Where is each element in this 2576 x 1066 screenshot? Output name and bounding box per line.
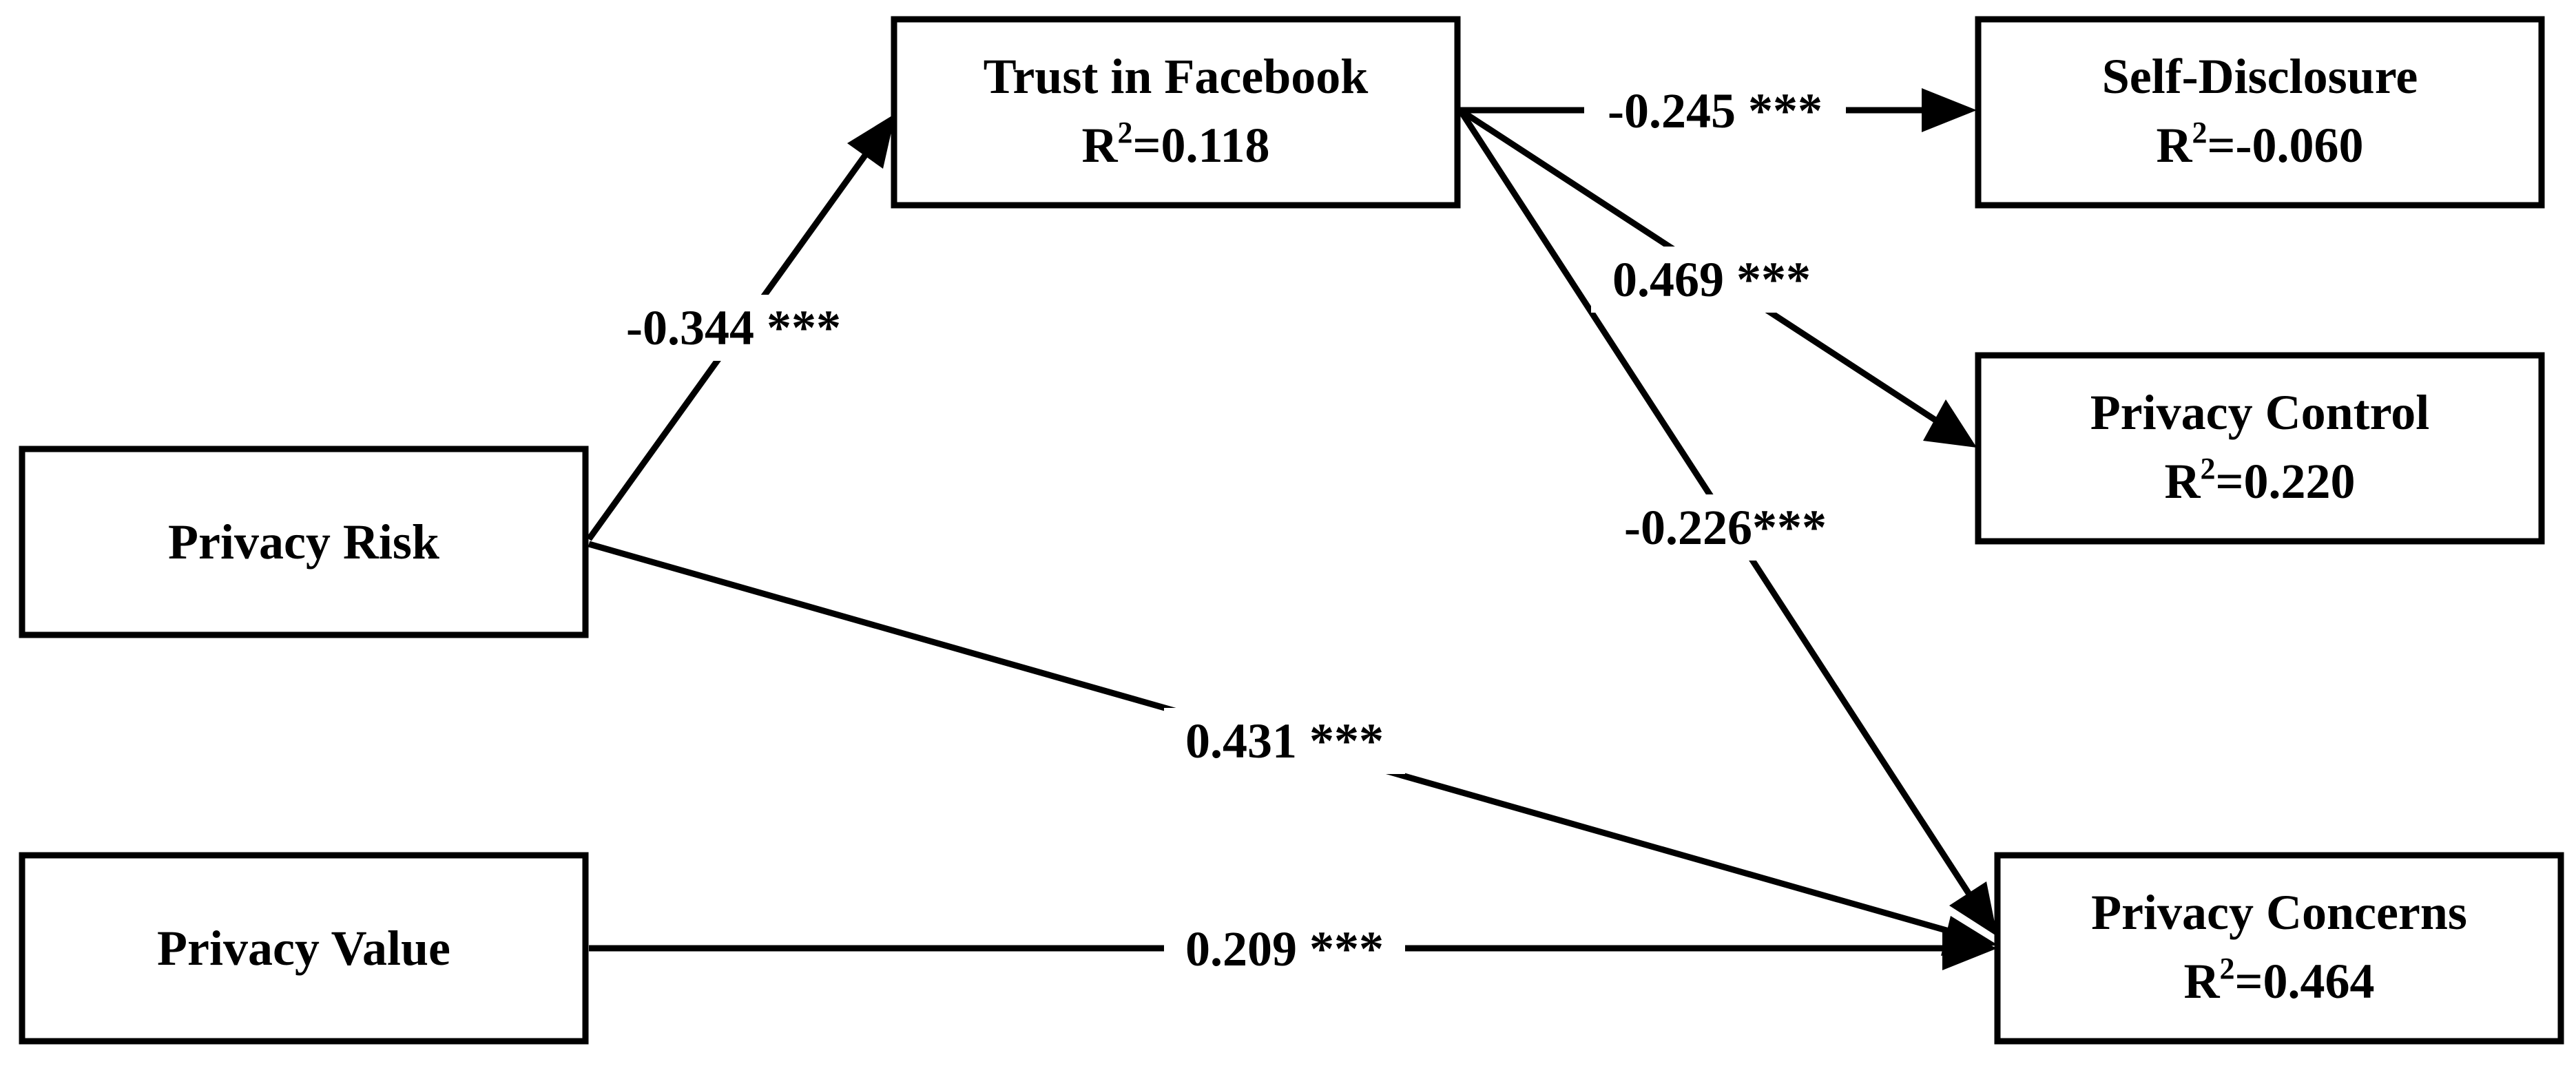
node-privacy-risk: Privacy Risk	[19, 446, 589, 638]
edge-label-trust-to-privacy-concerns-text: -0.226***	[1624, 500, 1827, 555]
node-privacy-value-label: Privacy Value	[157, 921, 450, 976]
node-privacy-control: Privacy Control R2=0.220	[1975, 352, 2545, 545]
arrowhead-risk-to-trust	[847, 114, 895, 169]
node-self-disclosure-label: Self-Disclosure	[2102, 49, 2418, 104]
node-privacy-value: Privacy Value	[19, 852, 589, 1045]
arrowhead-trust-to-privacy-concerns	[1949, 881, 1997, 937]
edge-label-value-to-privacy-concerns-text: 0.209 ***	[1185, 921, 1384, 976]
node-privacy-control-r2: R2=0.220	[2164, 452, 2355, 509]
edge-label-trust-to-privacy-control-text: 0.469 ***	[1612, 252, 1811, 307]
node-privacy-concerns: Privacy Concerns R2=0.464	[1994, 852, 2564, 1045]
edge-label-value-to-privacy-concerns: 0.209 ***	[1164, 916, 1405, 982]
edge-label-trust-to-self-disclosure: -0.245 ***	[1584, 79, 1846, 141]
edge-label-risk-to-privacy-concerns: 0.431 ***	[1164, 708, 1405, 774]
edge-label-risk-to-privacy-concerns-text: 0.431 ***	[1185, 713, 1384, 769]
node-self-disclosure-r2: R2=-0.060	[2156, 116, 2363, 173]
edge-label-trust-to-privacy-concerns: -0.226***	[1598, 494, 1853, 561]
node-trust-in-facebook: Trust in Facebook R2=0.118	[891, 16, 1461, 209]
arrowhead-trust-to-self-disclosure	[1922, 88, 1977, 132]
edge-label-risk-to-trust-text: -0.344 ***	[626, 300, 841, 355]
edge-label-trust-to-privacy-control: 0.469 ***	[1591, 247, 1832, 313]
node-privacy-concerns-r2: R2=0.464	[2183, 952, 2374, 1009]
node-privacy-risk-label: Privacy Risk	[168, 514, 439, 569]
edge-label-risk-to-trust: -0.344 ***	[606, 295, 861, 361]
node-privacy-concerns-label: Privacy Concerns	[2091, 885, 2467, 940]
node-privacy-control-label: Privacy Control	[2090, 385, 2430, 440]
node-trust-in-facebook-label: Trust in Facebook	[984, 49, 1369, 104]
node-self-disclosure: Self-Disclosure R2=-0.060	[1975, 16, 2545, 209]
arrowhead-value-to-privacy-concerns	[1942, 926, 1997, 970]
node-trust-in-facebook-r2: R2=0.118	[1081, 116, 1269, 173]
edge-label-trust-to-self-disclosure-text: -0.245 ***	[1608, 83, 1822, 138]
arrowhead-trust-to-privacy-control	[1923, 399, 1977, 448]
